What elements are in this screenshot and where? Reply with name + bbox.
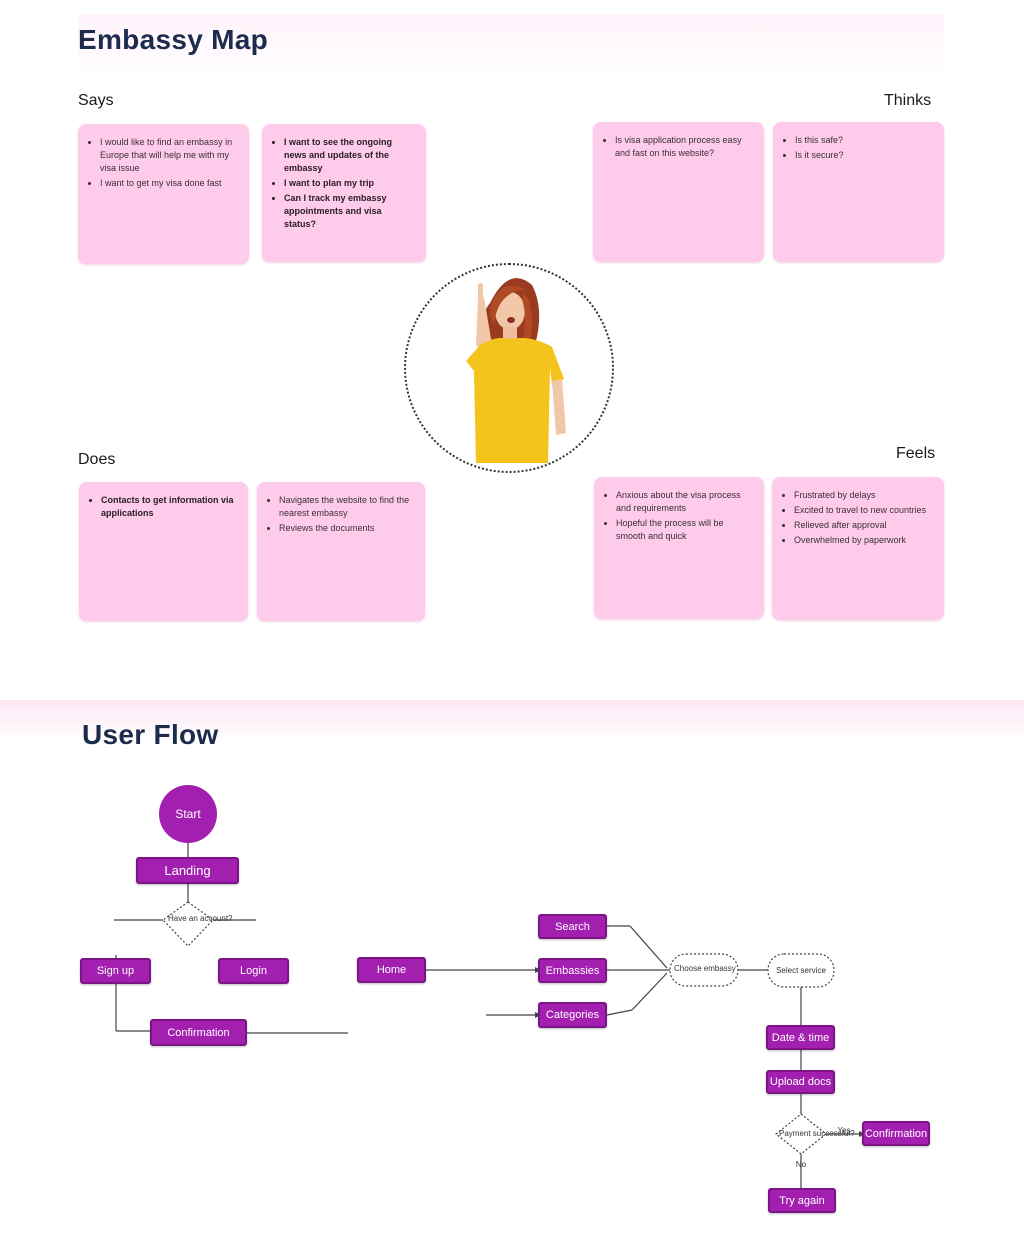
persona-illustration (466, 278, 566, 463)
landing-node: Landing (136, 857, 239, 884)
card-item: Is visa application process easy and fas… (615, 134, 754, 160)
decision-account-label: Have an account? (168, 914, 233, 923)
categories-node: Categories (538, 1002, 607, 1028)
card-item: Anxious about the visa process and requi… (616, 489, 754, 515)
user-flow-title: User Flow (82, 719, 219, 750)
home-node: Home (357, 957, 426, 983)
card-item: Reviews the documents (279, 522, 415, 535)
card-item: Contacts to get information via applicat… (101, 494, 238, 520)
upload-docs-node: Upload docs (766, 1070, 835, 1094)
embassies-node: Embassies (538, 958, 607, 983)
card-item: Hopeful the process will be smooth and q… (616, 517, 754, 543)
card-item: Can I track my embassy appointments and … (284, 192, 416, 231)
feels-label: Feels (896, 445, 936, 462)
card-item: Overwhelmed by paperwork (794, 534, 934, 547)
choose-embassy-label: Choose embassy (674, 964, 736, 973)
login-node: Login (218, 958, 289, 984)
confirmation-node: Confirmation (150, 1019, 247, 1046)
section-band (0, 700, 1024, 740)
card-item: Is it secure? (795, 149, 934, 162)
yes-label: Yes (837, 1126, 851, 1135)
persona-ring (404, 263, 614, 473)
select-service-label: Select service (776, 966, 826, 975)
search-node: Search (538, 914, 607, 939)
feels-card: Anxious about the visa process and requi… (594, 477, 764, 619)
card-item: Relieved after approval (794, 519, 934, 532)
header-band (78, 14, 944, 80)
card-item: Frustrated by delays (794, 489, 934, 502)
card-item: I want to plan my trip (284, 177, 416, 190)
decision-payment-label: Payment successful? (779, 1129, 855, 1138)
says-label: Says (78, 92, 114, 109)
does-label: Does (78, 451, 116, 468)
says-card: I would like to find an embassy in Europ… (78, 124, 249, 264)
card-item: I would like to find an embassy in Europ… (100, 136, 239, 175)
thinks-label: Thinks (884, 92, 932, 109)
card-item: I want to get my visa done fast (100, 177, 239, 190)
try-again-node: Try again (768, 1188, 836, 1213)
card-item: I want to see the ongoing news and updat… (284, 136, 416, 175)
feels-card: Frustrated by delays Excited to travel t… (772, 477, 944, 620)
start-node: Start (159, 785, 217, 843)
empathy-map-title: Embassy Map (78, 24, 269, 55)
card-item: Excited to travel to new countries (794, 504, 934, 517)
card-item: Is this safe? (795, 134, 934, 147)
confirmation-final-node: Confirmation (862, 1121, 930, 1146)
does-card: Contacts to get information via applicat… (79, 482, 248, 621)
thinks-card: Is this safe? Is it secure? (773, 122, 944, 262)
sign-up-node: Sign up (80, 958, 151, 984)
card-item: Navigates the website to find the neares… (279, 494, 415, 520)
thinks-card: Is visa application process easy and fas… (593, 122, 764, 262)
no-label: No (795, 1160, 807, 1169)
does-card: Navigates the website to find the neares… (257, 482, 425, 621)
date-time-node: Date & time (766, 1025, 835, 1050)
says-card: I want to see the ongoing news and updat… (262, 124, 426, 262)
